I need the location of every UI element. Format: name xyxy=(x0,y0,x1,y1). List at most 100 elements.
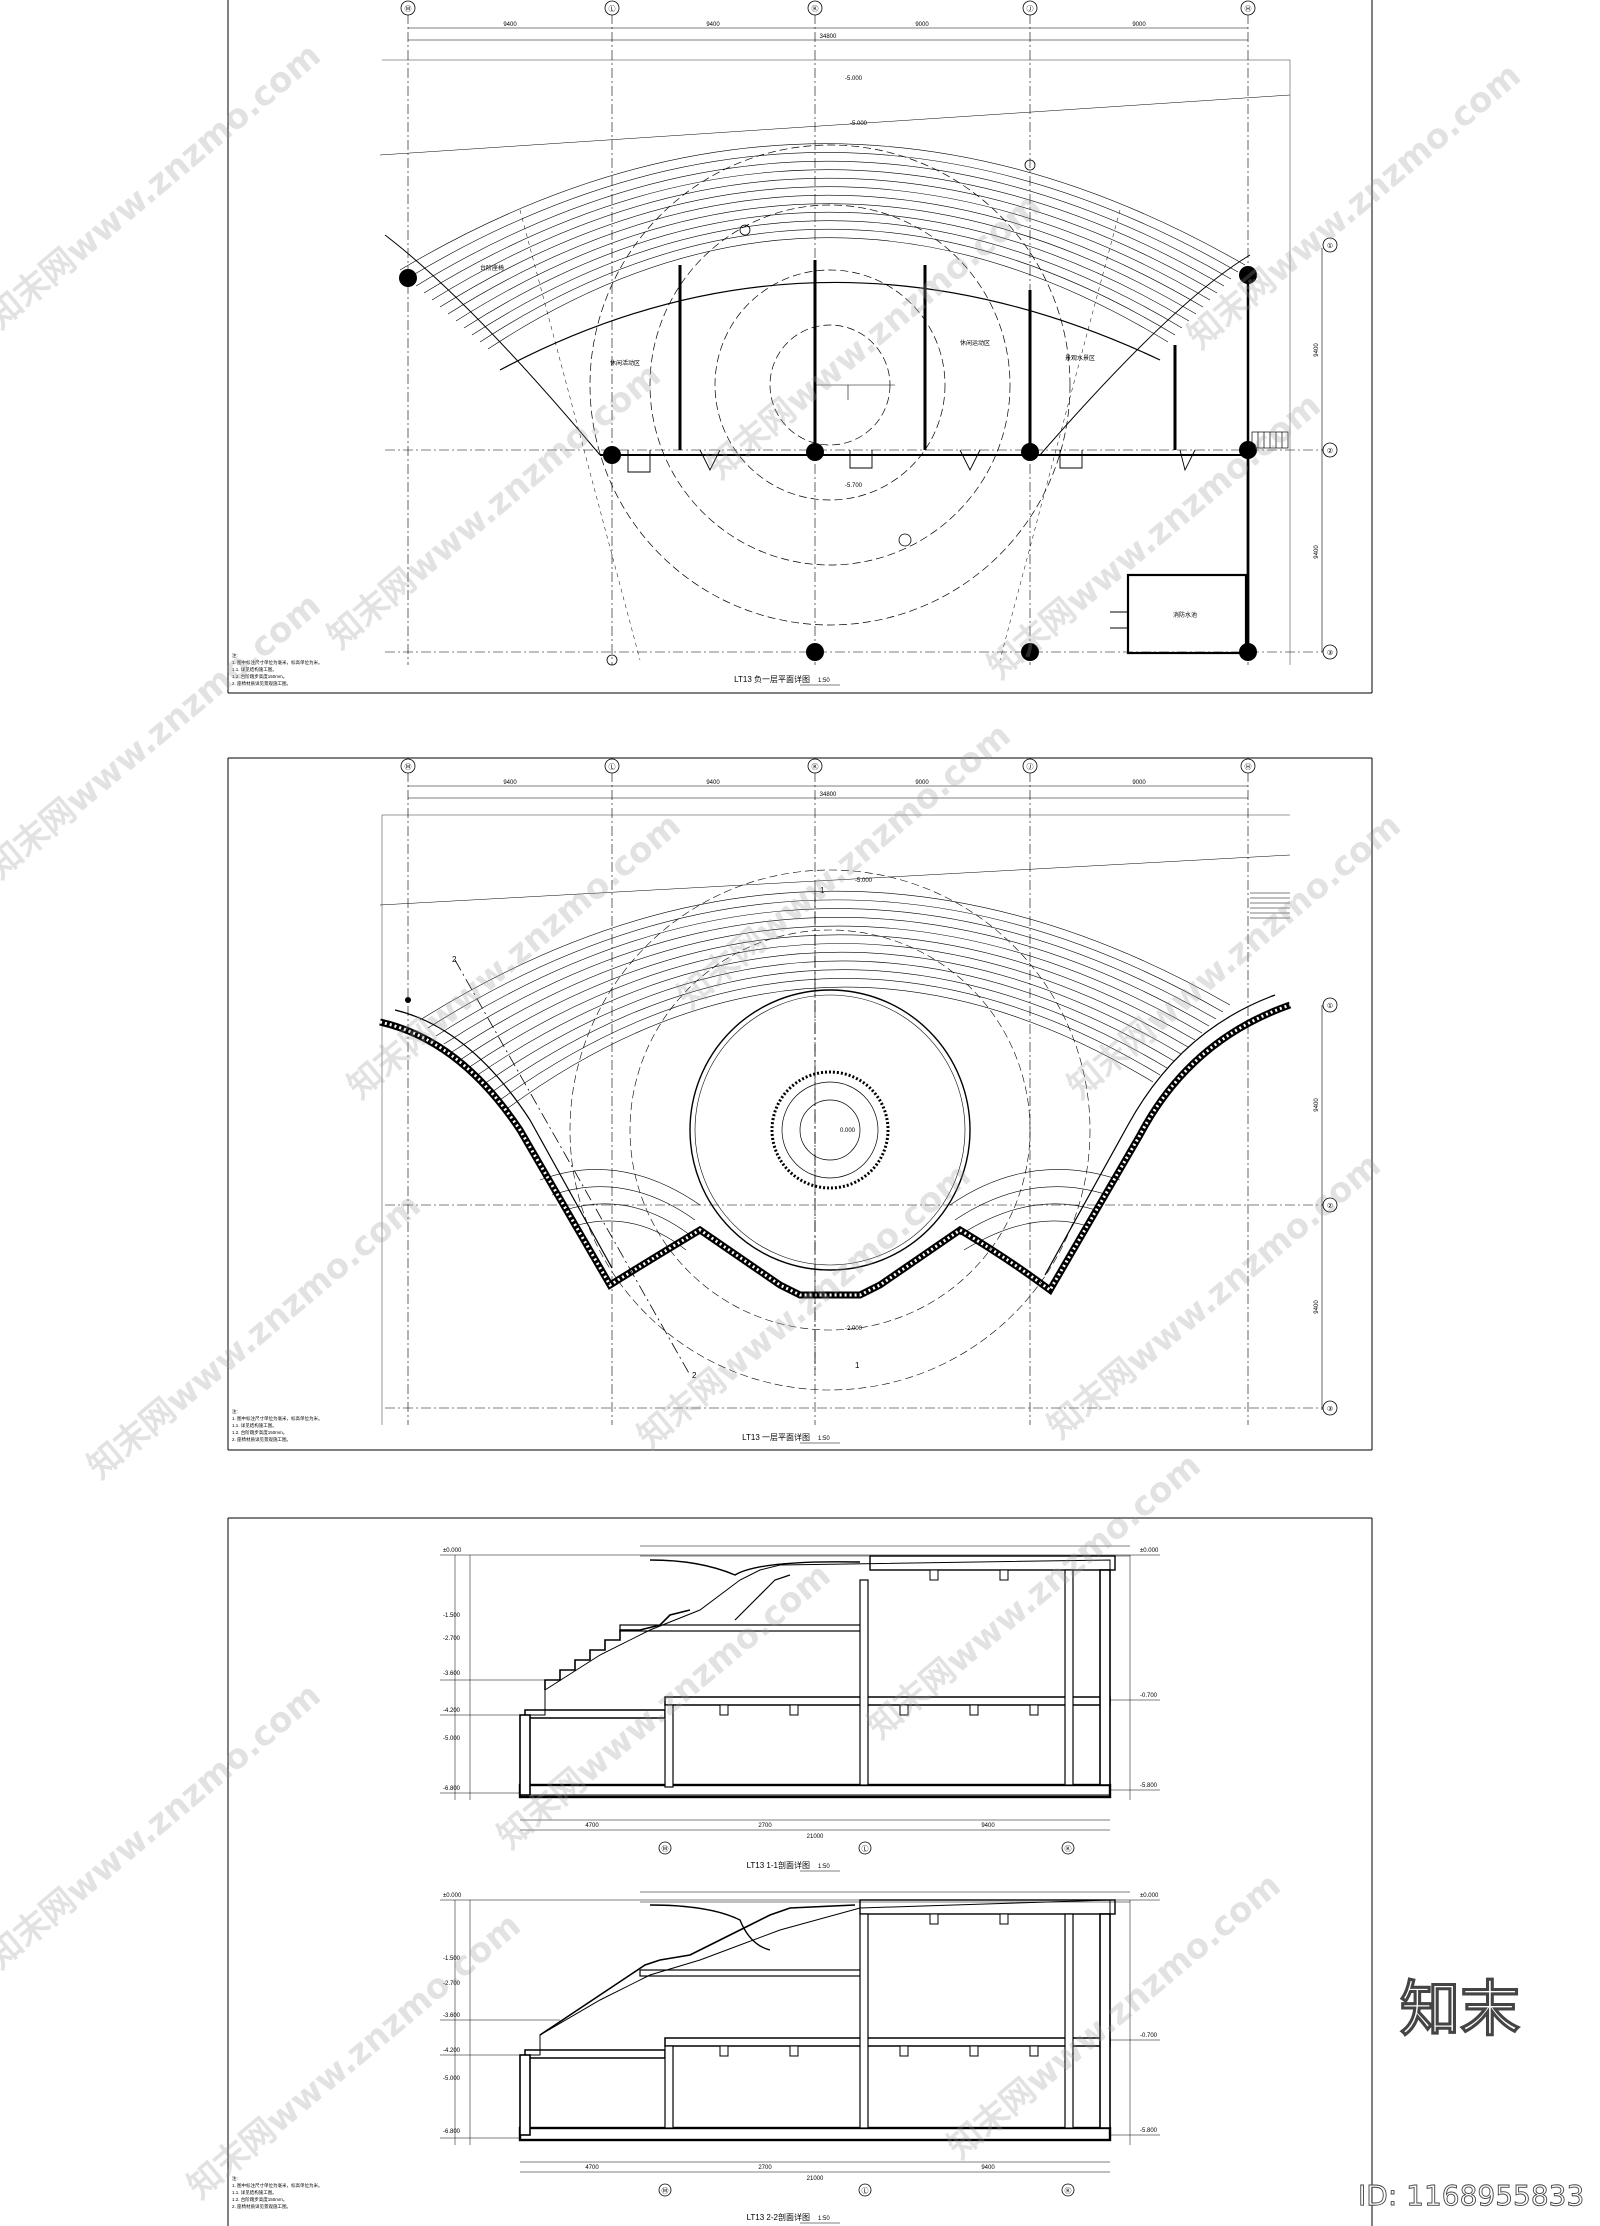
s2-axis-3: Ⓚ xyxy=(1065,2187,1072,2195)
s1-level-r3: -5.800 xyxy=(1140,1783,1158,1789)
sheet2-level-3: -2.000 xyxy=(845,1326,863,1332)
s1-dim-2: 2700 xyxy=(758,1823,772,1829)
sheet1-axis-5: Ⓗ xyxy=(1245,5,1252,13)
s1-level-l1: ±0.000 xyxy=(443,1548,462,1554)
sheet-sections xyxy=(227,1517,1373,2226)
sheet1-level-2: -5.000 xyxy=(850,121,868,127)
sheet1-axis-r1: ① xyxy=(1327,242,1333,250)
sheet2-text: Ⓜ Ⓛ Ⓚ Ⓙ Ⓗ ① ② ③ 9400 9400 9000 9000 3480… xyxy=(405,763,1333,1444)
section2-text: ±0.000 -1.500 -2.700 -3.600 -4.200 -5.00… xyxy=(443,1893,1159,2224)
s1-level-r1: ±0.000 xyxy=(1140,1548,1159,1554)
sheet-basement-plan xyxy=(227,0,1373,694)
s1-axis-2: Ⓛ xyxy=(862,1845,869,1853)
brand-watermark: 知末 ID: 1168955833 xyxy=(1358,1974,1585,2212)
s1-level-r2: -0.700 xyxy=(1140,1693,1158,1699)
s1-level-l6: -5.000 xyxy=(443,1736,461,1742)
watermark-text: 知末网www.znzmo.com xyxy=(340,805,689,1107)
sheet1-text: Ⓜ Ⓛ Ⓚ Ⓙ Ⓗ ① ② ③ 9400 9400 9000 9000 3480… xyxy=(405,5,1333,686)
sheet1-axis-r2: ② xyxy=(1327,447,1333,455)
sheet1-dim-r1: 9400 xyxy=(1314,343,1320,357)
watermark-text: 知末网www.znzmo.com xyxy=(490,1555,839,1857)
s1-dim-1: 4700 xyxy=(585,1823,599,1829)
s2-level-r1: ±0.000 xyxy=(1140,1893,1159,1899)
sheet2-axis-4: Ⓙ xyxy=(1027,763,1034,771)
sheet3-notes-heading: 注: xyxy=(232,2175,238,2182)
s2-level-l1: ±0.000 xyxy=(443,1893,462,1899)
s1-title: LT13 1-1剖面详图 xyxy=(747,1860,810,1870)
s2-level-r2: -0.700 xyxy=(1140,2033,1158,2039)
s2-level-l4: -3.600 xyxy=(443,2013,461,2019)
s1-scale: 1:50 xyxy=(818,1864,830,1870)
sheet1-note-4: 2. 座椅材质详见景观施工图。 xyxy=(232,680,291,687)
watermark-text: 知末网www.znzmo.com xyxy=(700,185,1049,487)
sheet1-axis-1: Ⓜ xyxy=(405,5,412,13)
s2-level-l3: -2.700 xyxy=(443,1981,461,1987)
sheet1-room-1: 台阶座椅 xyxy=(480,264,504,272)
sheet1-note-3: 1.2. 台阶踏步高度150mm。 xyxy=(232,673,287,680)
sheet2-dim-4: 9000 xyxy=(1132,780,1146,786)
sheet3-notes: 注: 1. 图中标注尺寸单位为毫米，标高单位为米。 1.1. 详见结构施工图。 … xyxy=(232,2175,323,2210)
sheet2-note-1: 1. 图中标注尺寸单位为毫米，标高单位为米。 xyxy=(232,1415,323,1422)
s1-dim-total: 21000 xyxy=(807,1834,824,1840)
s1-level-l3: -2.700 xyxy=(443,1636,461,1642)
sheet2-axis-r3: ③ xyxy=(1327,1405,1333,1413)
sheet2-axis-r1: ① xyxy=(1327,1002,1333,1010)
watermark-text: 知末网www.znzmo.com xyxy=(320,355,669,657)
sheet2-axis-1: Ⓜ xyxy=(405,763,412,771)
sheet1-scale: 1:50 xyxy=(818,678,830,684)
sheet2-notes: 注: 1. 图中标注尺寸单位为毫米，标高单位为米。 1.1. 详见结构施工图。 … xyxy=(232,1408,323,1443)
sheet1-note-2: 1.1. 详见结构施工图。 xyxy=(232,666,277,673)
sheet1-level-3: -5.700 xyxy=(845,483,863,489)
watermark-text: 知末网www.znzmo.com xyxy=(980,385,1329,687)
sheet1-notes-heading: 注: xyxy=(232,652,238,659)
watermark-text: 知末网www.znzmo.com xyxy=(0,35,329,337)
image-id: ID: 1168955833 xyxy=(1358,2179,1584,2212)
section-1-1 xyxy=(440,1545,1160,1855)
s2-level-l6: -5.000 xyxy=(443,2076,461,2082)
s2-dim-1: 4700 xyxy=(585,2165,599,2171)
s1-level-l7: -6.800 xyxy=(443,1786,461,1792)
sheet2-note-3: 1.2. 台阶踏步高度150mm。 xyxy=(232,1429,287,1436)
s2-level-l7: -6.800 xyxy=(443,2129,461,2135)
brand-logo: 知末 xyxy=(1400,1975,1520,2045)
sheet2-axis-5: Ⓗ xyxy=(1245,763,1252,771)
sheet2-section-mark-1: 2 xyxy=(452,955,457,964)
sheet1-dim-total: 34800 xyxy=(820,34,837,40)
sheet1-level-1: -5.000 xyxy=(845,76,863,82)
s1-level-l5: -4.200 xyxy=(443,1708,461,1714)
sheet2-axis-2: Ⓛ xyxy=(609,763,616,771)
watermark-text: 知末网www.znzmo.com xyxy=(0,585,329,887)
s2-dim-3: 9400 xyxy=(981,2165,995,2171)
sheet1-dim-4: 9000 xyxy=(1132,22,1146,28)
watermark-text: 知末网www.znzmo.com xyxy=(1180,55,1529,357)
sheet2-level-1: -5.000 xyxy=(855,878,873,884)
sheet2-axis-r2: ② xyxy=(1327,1202,1333,1210)
s2-level-l2: -1.500 xyxy=(443,1956,461,1962)
sheet2-level-2: 0.000 xyxy=(840,1128,856,1134)
sheet1-dim-3: 9000 xyxy=(915,22,929,28)
sheet2-section-mark-2: 2 xyxy=(692,1371,697,1380)
sheet2-note-4: 2. 座椅材质详见景观施工图。 xyxy=(232,1436,291,1443)
sheet3-note-1: 1. 图中标注尺寸单位为毫米，标高单位为米。 xyxy=(232,2182,323,2189)
sheet3-note-3: 1.2. 台阶踏步高度150mm。 xyxy=(232,2196,287,2203)
section1-text: ±0.000 -1.500 -2.700 -3.600 -4.200 -5.00… xyxy=(443,1548,1159,1872)
s2-dim-2: 2700 xyxy=(758,2165,772,2171)
sheet1-room-2: 休闲活动区 xyxy=(610,359,640,367)
sheet2-note-2: 1.1. 详见结构施工图。 xyxy=(232,1422,277,1429)
sheet2-dim-r1: 9400 xyxy=(1314,1098,1320,1112)
s1-level-l2: -1.500 xyxy=(443,1613,461,1619)
watermark-text: 知末网www.znzmo.com xyxy=(670,715,1019,1017)
s2-title: LT13 2-2剖面详图 xyxy=(747,2212,810,2222)
watermark-text: 知末网www.znzmo.com xyxy=(1060,805,1409,1107)
s1-level-l4: -3.600 xyxy=(443,1671,461,1677)
sheet2-scale: 1:50 xyxy=(818,1436,830,1442)
sheet2-dim-1: 9400 xyxy=(503,780,517,786)
sheet1-room-4: 景观水景区 xyxy=(1065,354,1095,362)
watermark-text: 知末网www.znzmo.com xyxy=(860,1445,1209,1747)
s2-level-l5: -4.200 xyxy=(443,2048,461,2054)
sheet1-dim-r2: 9400 xyxy=(1314,545,1320,559)
sheet1-room-5: 消防水池 xyxy=(1173,611,1197,619)
s2-axis-1: Ⓜ xyxy=(662,2187,669,2195)
s2-dim-total: 21000 xyxy=(807,2176,824,2182)
